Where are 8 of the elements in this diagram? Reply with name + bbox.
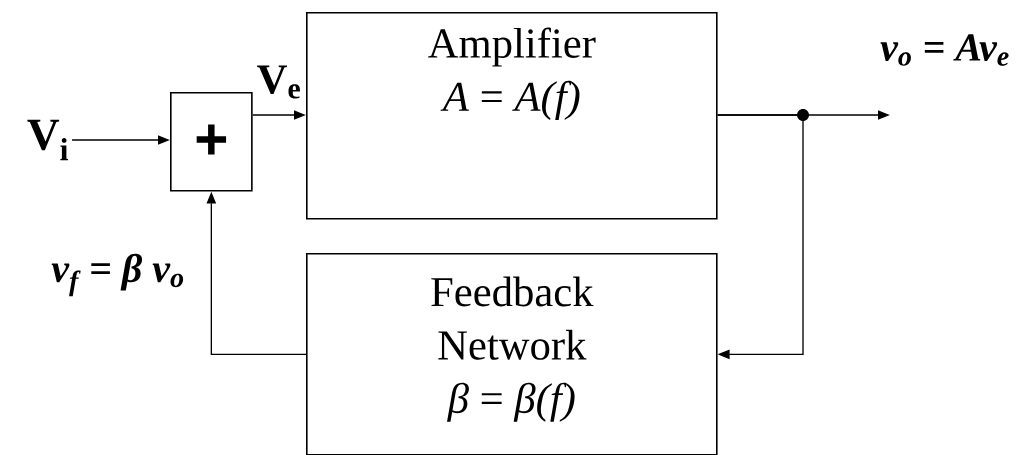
edge-label: V$_{e}$	[255, 64, 303, 100]
feedback-network-box: Feedback Network β = β(f)	[306, 253, 718, 455]
amplifier-box: Amplifier A = A(f)	[306, 12, 718, 220]
input-label: V$_{i}$	[27, 119, 68, 161]
summing-junction-box: +	[170, 92, 253, 192]
output-label: v$_{o}$ = Av$_{e}$	[880, 34, 1009, 66]
edge-label: v$_{f}$ = β v$_{o}$	[49, 252, 187, 298]
arrow	[716, 114, 804, 360]
